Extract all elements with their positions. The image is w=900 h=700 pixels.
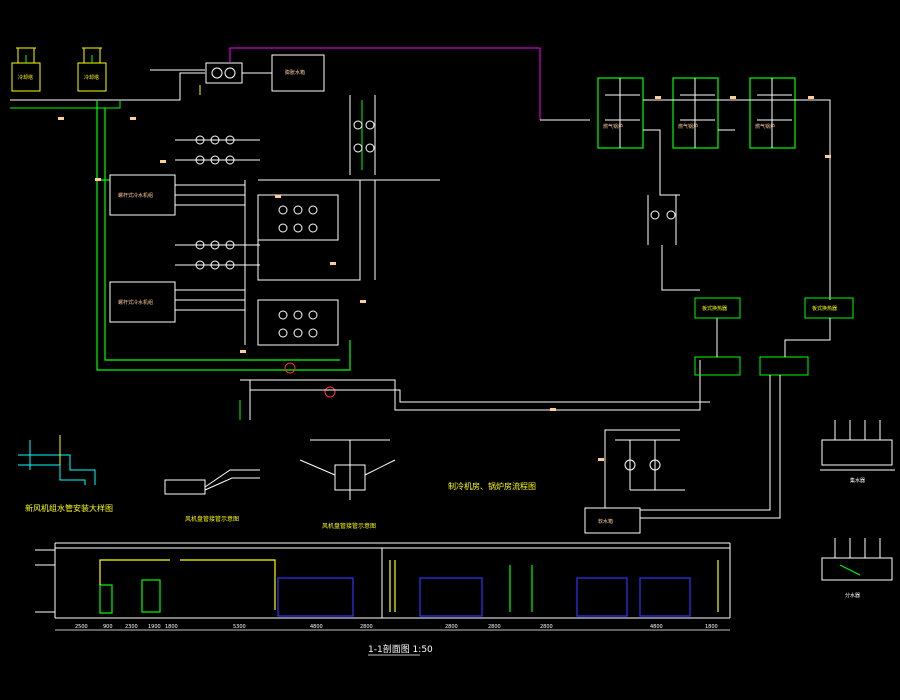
dim-6: 5300 — [233, 624, 246, 630]
fresh-air-detail-title: 新风机组水管安装大样图 — [25, 503, 113, 513]
chiller-boiler-flow-title: 制冷机房、锅炉房流程图 — [448, 481, 536, 491]
cooling-towers — [11, 47, 107, 92]
dim-10: 2800 — [488, 624, 501, 630]
annotation-tags — [58, 96, 831, 461]
fcu-detail-title-2: 风机盘管接管示意图 — [322, 522, 376, 530]
dim-7: 4800 — [310, 624, 323, 630]
section-outline — [35, 542, 731, 619]
chiller-label-1: 螺杆式冷水机组 — [118, 192, 153, 199]
dim-1: 2500 — [75, 624, 88, 630]
water-tank-label: 膨胀水箱 — [285, 69, 305, 76]
lower-manifold-pipes — [239, 360, 710, 420]
tank-label: 软水箱 — [598, 518, 613, 525]
section-equipment — [99, 559, 719, 617]
dim-3: 2300 — [125, 624, 138, 630]
center-pump-set — [340, 95, 440, 280]
right-detail-label-1: 集水器 — [850, 477, 865, 484]
boiler-pumps — [647, 195, 700, 291]
top-header-pipes — [10, 47, 541, 120]
dim-11: 2800 — [540, 624, 553, 630]
main-valves — [284, 362, 336, 398]
fcu-detail-title-1: 风机盘管接管示意图 — [185, 515, 239, 523]
dim-2: 900 — [103, 624, 113, 630]
dim-8: 2800 — [360, 624, 373, 630]
right-detail-label-2: 分水器 — [845, 592, 860, 599]
dim-5: 1800 — [165, 624, 178, 630]
dim-12: 4800 — [650, 624, 663, 630]
fcu-detail-1 — [164, 469, 260, 495]
boiler-label-3: 燃气锅炉 — [755, 123, 775, 130]
boilers — [597, 77, 796, 149]
cooling-tower-label-1: 冷却塔 — [18, 74, 33, 81]
cooling-tower-label-2: 冷却塔 — [84, 74, 99, 81]
boiler-internals — [605, 78, 831, 300]
dim-9: 2800 — [445, 624, 458, 630]
right-detail-collector — [820, 420, 895, 471]
right-detail-distributor — [821, 538, 893, 581]
chiller-label-2: 螺杆式冷水机组 — [118, 299, 153, 306]
fresh-air-detail — [18, 435, 96, 485]
boiler-label-2: 燃气锅炉 — [678, 123, 698, 130]
exchanger-label-1: 板式换热器 — [702, 305, 727, 312]
exchanger-label-2: 板式换热器 — [812, 305, 837, 312]
dim-13: 1800 — [705, 624, 718, 630]
pump-group-center — [257, 179, 361, 346]
boiler-label-1: 燃气锅炉 — [603, 123, 623, 130]
pump-group-left — [175, 135, 260, 345]
right-return-pipes — [540, 119, 831, 519]
soft-water-tank — [584, 429, 685, 534]
fcu-detail-2 — [299, 439, 396, 500]
dimension-labels: 2500 900 2300 1900 1800 5300 4800 2800 2… — [75, 624, 718, 630]
section-title: 1-1剖面图 1:50 — [368, 643, 433, 655]
dim-4: 1900 — [148, 624, 161, 630]
